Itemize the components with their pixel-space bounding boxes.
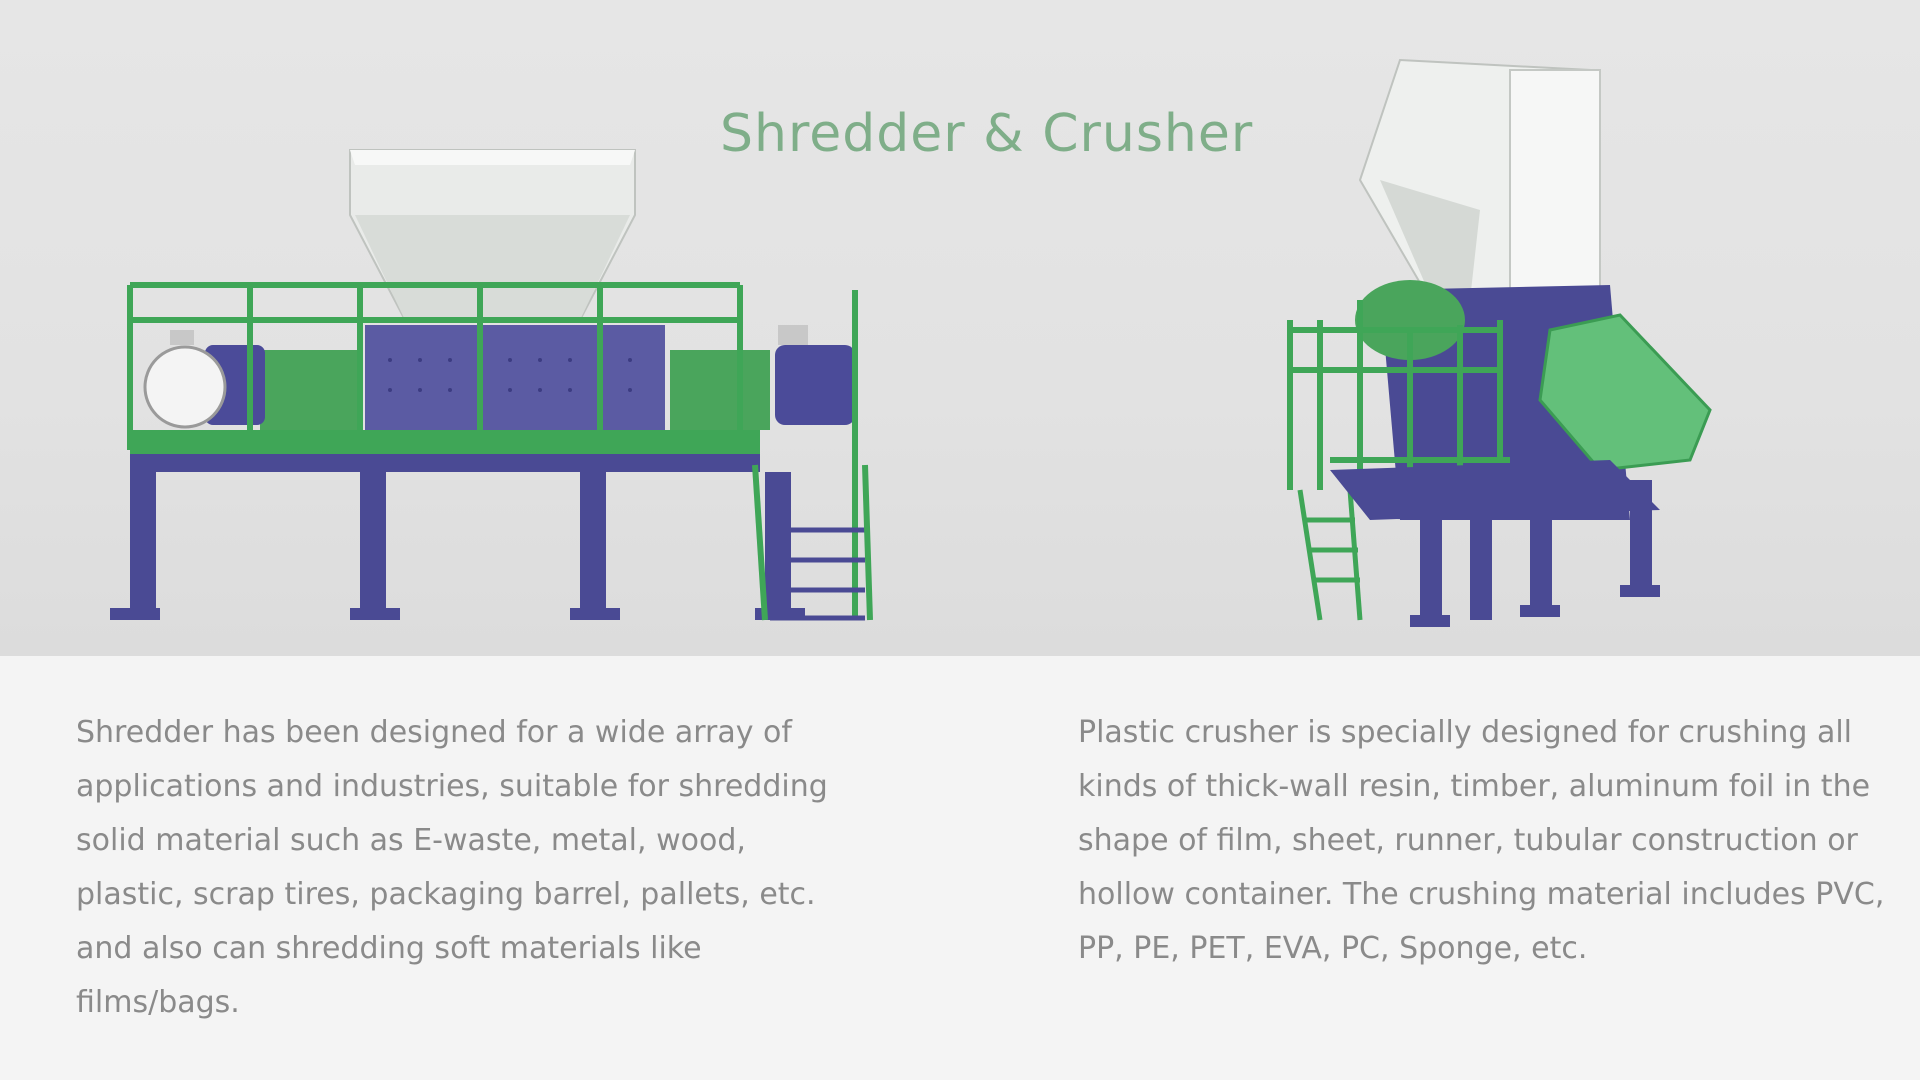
crusher-machine-icon: [1287, 58, 1712, 627]
product-descriptions: Shredder has been designed for a wide ar…: [0, 656, 1920, 1080]
hero-banner: Shredder & Crusher: [0, 0, 1920, 656]
page-title: Shredder & Crusher: [720, 104, 1254, 164]
crusher-description: Plastic crusher is specially designed fo…: [1078, 715, 1885, 966]
shredder-description: Shredder has been designed for a wide ar…: [76, 715, 828, 1020]
shredder-machine-icon: [110, 149, 873, 621]
